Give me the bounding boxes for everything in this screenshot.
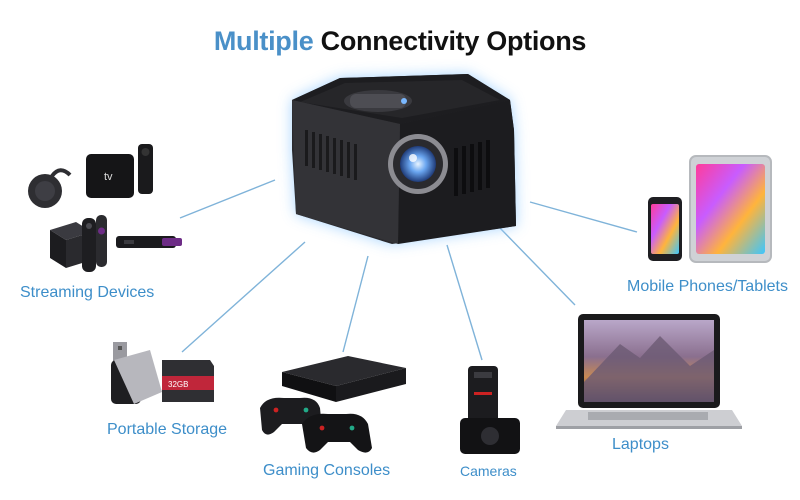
- title-accent: Multiple: [213, 26, 314, 56]
- line-storage: [181, 241, 306, 353]
- appletv-logo-text: tv: [104, 171, 113, 183]
- line-cameras: [446, 244, 483, 361]
- line-streaming: [179, 179, 276, 219]
- label-portable-storage: Portable Storage: [107, 421, 228, 438]
- line-gaming: [342, 255, 369, 353]
- gaming-consoles-image: [260, 356, 406, 453]
- connector-lines: [179, 179, 638, 361]
- projector-image: [292, 74, 516, 244]
- laptop-image: [556, 314, 742, 429]
- title-rest: Connectivity Options: [320, 26, 587, 56]
- sdcard-label-text: 32GB: [168, 380, 188, 389]
- label-gaming-consoles: Gaming Consoles: [263, 462, 391, 479]
- label-mobile-phones-tablets: Mobile Phones/Tablets: [627, 278, 788, 295]
- page-title: Multiple Connectivity Options: [0, 26, 800, 57]
- streaming-devices-image: tv: [28, 144, 182, 272]
- line-mobile: [529, 201, 638, 233]
- mobile-devices-image: [648, 155, 772, 263]
- label-cameras: Cameras: [460, 463, 517, 479]
- line-laptops: [496, 224, 576, 306]
- label-laptops: Laptops: [612, 436, 669, 453]
- label-streaming-devices: Streaming Devices: [20, 284, 155, 301]
- camera-image: [460, 366, 520, 454]
- portable-storage-image: 32GB: [111, 342, 214, 404]
